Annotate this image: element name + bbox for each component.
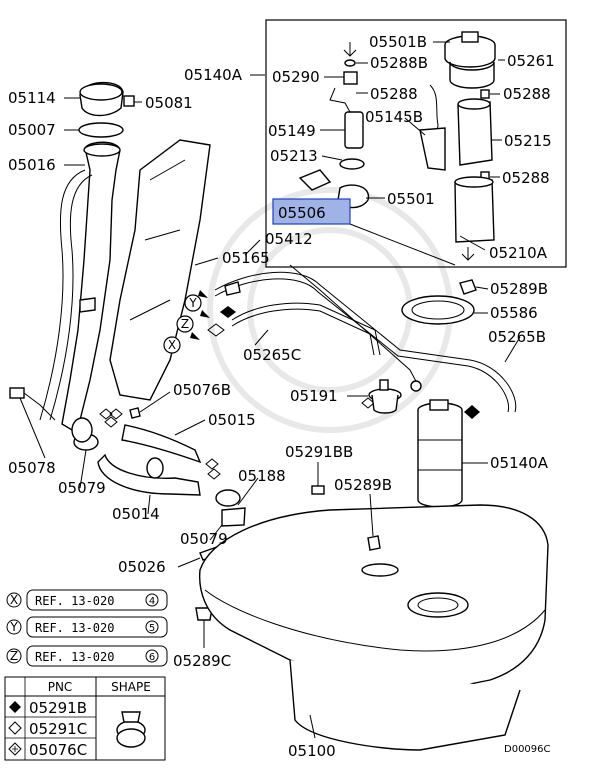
label-05261[interactable]: 05261 [507,52,555,70]
drain-plug-05289c [195,607,213,621]
label-05412[interactable]: 05412 [265,230,313,248]
ref-z-letter: Z [10,649,18,663]
connector-y: Y [184,294,202,312]
label-05265b[interactable]: 05265B [488,328,546,346]
label-05289b-a[interactable]: 05289B [490,280,548,298]
ref-y-text: REF. 13-020 [35,621,114,635]
label-05165[interactable]: 05165 [222,249,270,267]
vapor-lines [214,264,517,413]
ref-y-num: 5 [149,623,155,634]
label-05288b[interactable]: 05288B [370,54,428,72]
label-05078[interactable]: 05078 [8,459,56,477]
main-leader-lines [19,97,521,739]
label-05213[interactable]: 05213 [270,147,318,165]
clamp-shape-icon [116,711,146,748]
ref-z-num: 6 [149,652,155,663]
ref-x-letter: X [10,593,18,607]
fuel-hoses [71,417,202,496]
label-05007[interactable]: 05007 [8,121,56,139]
legend-table: PNC SHAPE 05291B 05291C 05076C [4,676,166,761]
label-05188[interactable]: 05188 [238,467,286,485]
ref-y-letter: Y [9,620,18,634]
label-05265c[interactable]: 05265C [243,346,301,364]
open-diamond-icon [8,721,22,735]
filler-hose-clamp [221,507,246,527]
label-05586[interactable]: 05586 [490,304,538,322]
label-05114[interactable]: 05114 [8,89,56,107]
inset-leader-lines [250,41,505,266]
part-labels: 05501B 05288B 05261 05140A 05290 05288 0… [8,33,555,760]
connector-x: X [163,336,181,354]
label-05501[interactable]: 05501 [387,190,435,208]
connector-z-label: Z [181,317,189,331]
label-05191[interactable]: 05191 [290,387,338,405]
label-05289c[interactable]: 05289C [173,652,231,670]
label-05079-a[interactable]: 05079 [58,479,106,497]
ref-z[interactable]: Z REF. 13-020 6 [6,645,168,667]
label-05015[interactable]: 05015 [208,411,256,429]
legend-col-shape: SHAPE [111,680,151,694]
label-05016[interactable]: 05016 [8,156,56,174]
legend-row-1[interactable]: 05291B [29,699,87,717]
label-05288-c[interactable]: 05288 [502,169,550,187]
connector-z: Z [176,315,194,333]
ref-x-text: REF. 13-020 [35,594,114,608]
label-05100[interactable]: 05100 [288,742,336,760]
legend-row-2[interactable]: 05291C [29,720,87,738]
selected-part-highlight[interactable] [272,198,351,225]
label-05506[interactable]: 05506 [278,204,326,222]
diagram-code: D00096C [504,744,551,755]
hatched-diamond-icon [8,742,22,756]
label-05288-a[interactable]: 05288 [370,85,418,103]
label-05149[interactable]: 05149 [268,122,316,140]
ref-x-num: 4 [149,596,155,607]
label-05145b[interactable]: 05145B [365,108,423,126]
rollover-valve [368,379,402,414]
clip-05291bb [311,485,325,495]
fuel-tank [198,504,549,751]
label-05210a[interactable]: 05210A [489,244,548,262]
connector-x-label: X [168,338,176,352]
heat-shield [109,139,211,401]
fuel-pump-module [417,399,463,508]
pump-ring-and-cap [401,279,477,325]
label-05290[interactable]: 05290 [272,68,320,86]
pump-module-inset-box [265,19,567,268]
ref-z-text: REF. 13-020 [35,650,114,664]
label-05081[interactable]: 05081 [145,94,193,112]
label-05215[interactable]: 05215 [504,132,552,150]
label-05079-b[interactable]: 05079 [180,530,228,548]
ref-y[interactable]: Y REF. 13-020 5 [6,616,168,638]
label-05501b[interactable]: 05501B [369,33,427,51]
label-05026[interactable]: 05026 [118,558,166,576]
filled-diamond-icon [9,701,21,713]
connector-y-label: Y [188,296,197,310]
label-05288-b[interactable]: 05288 [503,85,551,103]
legend-col-pnc: PNC [48,680,73,694]
legend-row-3[interactable]: 05076C [29,741,87,759]
label-05140a-top[interactable]: 05140A [184,66,243,84]
label-05289b-b[interactable]: 05289B [334,476,392,494]
filler-neck-assembly [9,81,241,507]
label-05291bb[interactable]: 05291BB [285,443,353,461]
label-05140a-mid[interactable]: 05140A [490,454,549,472]
label-05076b[interactable]: 05076B [173,381,231,399]
ref-x[interactable]: X REF. 13-020 4 [6,589,168,611]
label-05014[interactable]: 05014 [112,505,160,523]
